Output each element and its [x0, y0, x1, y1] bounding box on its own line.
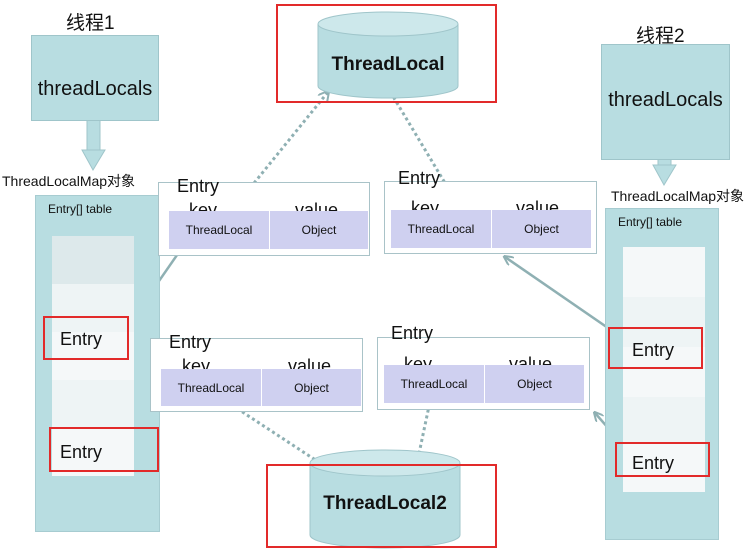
thread1-entry-2-highlight [49, 427, 159, 472]
entry-box-1-title: Entry [177, 176, 220, 196]
thread2-entry-2[interactable]: Entry [632, 453, 675, 473]
entry-box-top-left: Entry key value ThreadLocal Object [158, 177, 370, 256]
entry-box-2-value-cell: Object [492, 210, 591, 248]
entry-box-4-title: Entry [391, 323, 434, 343]
thread1-table-rows [52, 236, 134, 476]
entry-box-3-value-cell: Object [262, 369, 361, 406]
dotted-arrow-entry1-threadlocal [218, 92, 328, 226]
entry-box-4-key-cell: ThreadLocal [384, 365, 485, 403]
dotted-arrow-entry3-threadlocal2 [211, 390, 355, 486]
thread1-threadlocals-label: threadLocals [37, 78, 153, 100]
threadlocal-highlight [276, 4, 497, 103]
threadlocal2-cylinder: ThreadLocal2 [300, 445, 470, 551]
threadlocal2-cylinder-shape [309, 449, 461, 549]
entry-box-3-title: Entry [169, 332, 212, 352]
thread1-table-label: Entry[] table [48, 202, 113, 216]
thread2-entry-1-highlight [608, 327, 703, 369]
thread1-entry-table: Entry[] table [35, 195, 160, 532]
thread1-title: 线程1 [66, 13, 115, 34]
threadlocal-cylinder-shape [317, 11, 459, 99]
entry-box-3-key-cell: ThreadLocal [161, 369, 262, 406]
entry-box-top-right: Entry key value ThreadLocal Object [384, 169, 597, 254]
entry-box-4-value-cell: Object [485, 365, 584, 403]
thread2-entry-table: Entry[] table [605, 208, 719, 540]
entry-box-middle-left: Entry key value ThreadLocal Object [150, 333, 363, 412]
thread2-entry-1[interactable]: Entry [632, 340, 675, 360]
entry-box-1-key-cell: ThreadLocal [169, 211, 270, 249]
thread2-table-rows [623, 247, 705, 492]
entry-box-middle-right: Entry key value ThreadLocal Object [377, 324, 590, 410]
thread2-title: 线程2 [636, 26, 685, 47]
thread2-entry-2-highlight [615, 442, 710, 477]
thread2-map-label: ThreadLocalMap对象 [611, 188, 745, 204]
entry-box-1-value-cell: Object [270, 211, 368, 249]
entry-box-2-title: Entry [398, 168, 441, 188]
threadlocal2-label: ThreadLocal2 [323, 493, 447, 514]
entry-box-2-key-cell: ThreadLocal [391, 210, 492, 248]
thread1-map-label: ThreadLocalMap对象 [2, 173, 136, 189]
thread1-entry-1-highlight [43, 316, 129, 360]
thread1-down-arrow [81, 117, 106, 172]
thread1-entry-2[interactable]: Entry [60, 442, 103, 462]
thread1-threadlocals-box: threadLocals [31, 35, 159, 121]
thread2-table-label: Entry[] table [618, 215, 683, 229]
thread1-entry-1[interactable]: Entry [60, 329, 103, 349]
threadlocal-label: ThreadLocal [331, 54, 445, 75]
thread2-threadlocals-label: threadLocals [608, 89, 723, 111]
thread2-threadlocals-box: threadLocals [601, 44, 730, 160]
threadlocal-cylinder: ThreadLocal [310, 8, 466, 100]
threadlocal2-highlight [266, 464, 497, 548]
